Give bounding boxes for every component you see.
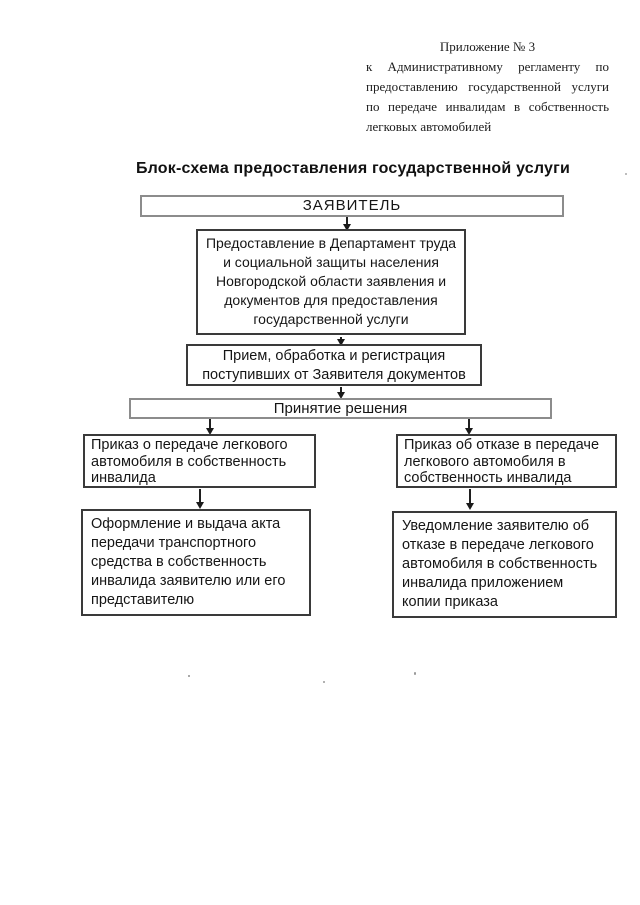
scan-speck — [188, 675, 190, 677]
flow-node-order-refusal: Приказ об отказе в передаче легкового ав… — [396, 434, 617, 488]
scan-speck — [414, 672, 416, 675]
arrow-processing-to-decision — [340, 387, 342, 393]
flow-node-applicant: ЗАЯВИТЕЛЬ — [140, 195, 564, 217]
appendix-reference-line: предоставлению государственной услуги — [366, 79, 609, 94]
arrow-order-refusal-to-notice — [469, 489, 471, 504]
arrow-applicant-to-submission — [346, 217, 348, 225]
arrow-order-transfer-to-act — [199, 489, 201, 503]
flow-node-act-issue: Оформление и выдача акта передачи трансп… — [81, 509, 311, 616]
appendix-reference-line: легковых автомобилей — [366, 119, 492, 134]
flow-node-decision: Принятие решения — [129, 398, 552, 419]
page-title: Блок-схема предоставления государственно… — [135, 160, 571, 177]
arrow-decision-to-order-refusal — [468, 419, 470, 429]
scan-speck — [625, 173, 627, 175]
appendix-reference-line: к Административному регламенту по — [366, 59, 609, 74]
appendix-reference-line: по передаче инвалидам в собственность — [366, 99, 609, 114]
flow-node-processing: Прием, обработка и регистрация поступивш… — [186, 344, 482, 386]
flow-node-order-transfer: Приказ о передаче легкового автомобиля в… — [83, 434, 316, 488]
flow-node-submission: Предоставление в Департамент труда и соц… — [196, 229, 466, 335]
scan-speck — [323, 681, 325, 683]
flow-node-refusal-notice: Уведомление заявителю об отказе в переда… — [392, 511, 617, 618]
arrow-submission-to-processing — [340, 337, 342, 340]
appendix-number: Приложение № 3 — [439, 39, 536, 54]
appendix-header: Приложение № 3 к Административному регла… — [366, 37, 609, 137]
arrow-decision-to-order-transfer — [209, 419, 211, 429]
